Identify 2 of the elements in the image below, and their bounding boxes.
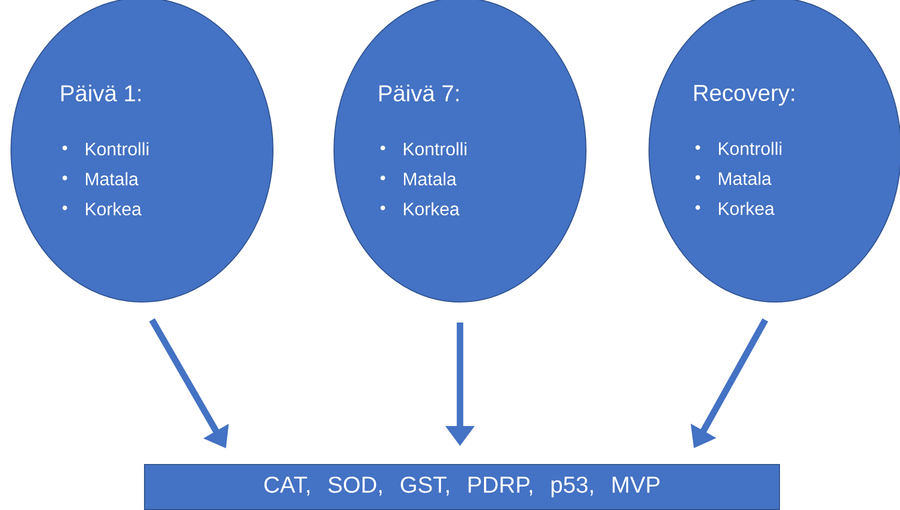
gene-box: CAT, SOD, GST, PDRP, p53, MVP xyxy=(144,464,780,510)
ellipse-node: Recovery: Kontrolli Matala Korkea xyxy=(648,0,900,302)
